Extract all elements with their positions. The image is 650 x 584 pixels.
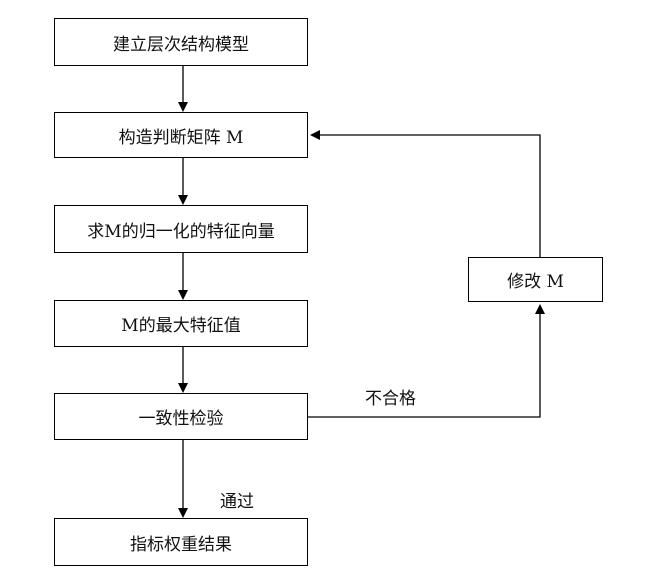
step-weight-result: 指标权重结果 xyxy=(54,518,308,566)
step-build-model: 建立层次结构模型 xyxy=(54,18,308,66)
arrow-modify-to-construct xyxy=(310,130,541,257)
edge-label-fail: 不合格 xyxy=(365,389,416,409)
step-construct-matrix-label: 构造判断矩阵 M xyxy=(118,127,244,148)
step-weight-result-label: 指标权重结果 xyxy=(130,534,232,555)
arrow-check-to-modify xyxy=(308,304,545,418)
step-consistency-check-label: 一致性检验 xyxy=(138,409,224,429)
edge-label-pass: 通过 xyxy=(220,492,254,512)
step-normalized-eigenvector-label: 求M的归一化的特征向量 xyxy=(87,221,275,242)
step-max-eigenvalue-label: M的最大特征值 xyxy=(121,316,241,336)
step-normalized-eigenvector: 求M的归一化的特征向量 xyxy=(54,205,308,253)
step-build-model-label: 建立层次结构模型 xyxy=(113,34,249,55)
step-max-eigenvalue: M的最大特征值 xyxy=(54,300,308,347)
step-modify-matrix: 修改 M xyxy=(468,257,603,302)
step-construct-matrix: 构造判断矩阵 M xyxy=(54,112,308,158)
step-consistency-check: 一致性检验 xyxy=(54,393,308,440)
step-modify-matrix-label: 修改 M xyxy=(507,272,564,292)
